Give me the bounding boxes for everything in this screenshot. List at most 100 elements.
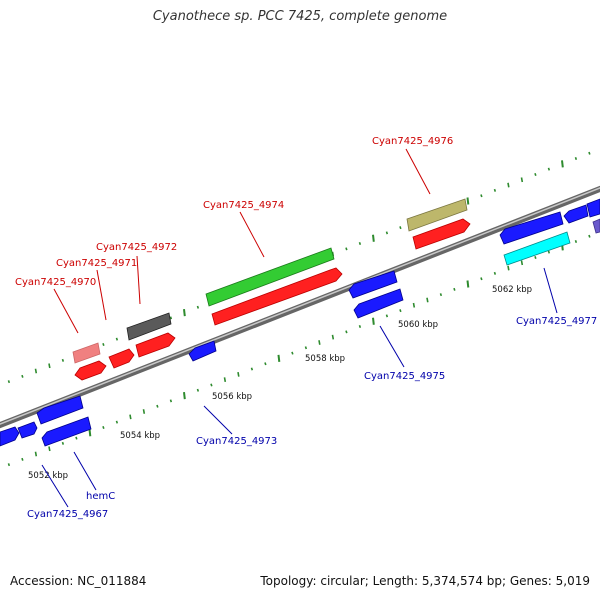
tick-mark bbox=[412, 302, 416, 308]
tick-mark bbox=[210, 383, 213, 387]
tick-mark bbox=[399, 226, 402, 230]
tick-mark bbox=[183, 308, 186, 317]
forward-genes bbox=[72, 198, 471, 381]
tick-mark bbox=[507, 265, 510, 271]
tick-mark bbox=[183, 391, 186, 400]
tick-mark bbox=[237, 371, 240, 377]
scale-label-5058: 5058 kbp bbox=[305, 354, 345, 364]
tick-mark bbox=[372, 317, 375, 325]
reverse-genes bbox=[0, 198, 600, 447]
tick-mark bbox=[588, 234, 591, 238]
bottom-leaders bbox=[41, 267, 558, 508]
tick-mark bbox=[561, 160, 564, 168]
tick-mark bbox=[169, 316, 173, 320]
scale-label-5060: 5060 kbp bbox=[398, 320, 438, 330]
tick-mark bbox=[507, 182, 510, 188]
gene-khaki-4976[interactable] bbox=[406, 198, 468, 232]
tick-mark bbox=[480, 277, 483, 281]
gene-labels-top: Cyan7425_4970 Cyan7425_4971 Cyan7425_497… bbox=[15, 136, 453, 288]
tick-mark bbox=[277, 354, 281, 363]
tick-mark bbox=[358, 325, 362, 329]
scale-label-5052: 5052 kbp bbox=[28, 471, 68, 481]
gene-blue-4973[interactable] bbox=[188, 340, 217, 362]
accession-label: Accession: NC_011884 bbox=[10, 574, 147, 588]
gene-red-4976b[interactable] bbox=[412, 218, 471, 250]
tick-mark bbox=[264, 362, 267, 366]
tick-mark bbox=[385, 314, 389, 318]
gene-blue-right2[interactable] bbox=[563, 204, 589, 224]
tick-mark bbox=[196, 388, 200, 392]
tick-mark bbox=[534, 172, 537, 176]
gene-blue-4975a[interactable] bbox=[348, 270, 398, 299]
gene-red-4971[interactable] bbox=[108, 348, 135, 369]
gene-label-4972: Cyan7425_4972 bbox=[96, 242, 177, 253]
tick-mark bbox=[21, 374, 24, 378]
tick-mark bbox=[34, 368, 38, 374]
tick-mark bbox=[534, 255, 537, 259]
gene-green-4974[interactable] bbox=[205, 247, 335, 307]
gene-gray-4972[interactable] bbox=[126, 312, 172, 341]
tick-mark bbox=[250, 367, 254, 371]
gene-blue-right[interactable] bbox=[499, 211, 564, 245]
tick-mark bbox=[156, 404, 159, 408]
tick-mark bbox=[223, 377, 227, 383]
tick-mark bbox=[48, 446, 51, 452]
gene-red-large[interactable] bbox=[211, 267, 343, 326]
tick-mark bbox=[48, 363, 51, 369]
tick-mark bbox=[520, 177, 524, 183]
tick-mark bbox=[115, 420, 119, 424]
tick-mark bbox=[520, 260, 524, 266]
gene-red-4970b[interactable] bbox=[74, 360, 107, 381]
genome-summary: Topology: circular; Length: 5,374,574 bp… bbox=[260, 574, 590, 588]
tick-mark bbox=[115, 337, 119, 341]
tick-mark bbox=[61, 441, 65, 445]
gene-label-4976: Cyan7425_4976 bbox=[372, 136, 453, 147]
gene-label-4975: Cyan7425_4975 bbox=[364, 371, 445, 382]
gene-blue-a[interactable] bbox=[0, 426, 20, 447]
tick-mark bbox=[318, 340, 321, 345]
tick-mark bbox=[196, 305, 200, 309]
scale-label-5062: 5062 kbp bbox=[492, 285, 532, 295]
gene-purple-edge[interactable] bbox=[592, 218, 600, 234]
tick-mark bbox=[426, 297, 429, 303]
gene-blue-4975b[interactable] bbox=[353, 288, 404, 319]
tick-mark bbox=[75, 436, 78, 440]
gene-blue-4967[interactable] bbox=[41, 416, 92, 447]
backbone bbox=[0, 185, 600, 429]
tick-mark bbox=[547, 250, 551, 254]
tick-mark bbox=[34, 451, 38, 457]
tick-mark bbox=[345, 330, 348, 334]
gene-cyan-4977[interactable] bbox=[503, 231, 571, 266]
tick-mark bbox=[399, 309, 402, 313]
gene-blue-b[interactable] bbox=[17, 421, 38, 439]
tick-mark bbox=[493, 271, 497, 275]
tick-mark bbox=[304, 346, 308, 350]
gene-red-4972b[interactable] bbox=[135, 332, 176, 358]
tick-mark bbox=[493, 188, 497, 192]
tick-mark bbox=[345, 247, 348, 251]
scale-label-5054: 5054 kbp bbox=[120, 431, 160, 441]
gene-blue-hemC[interactable] bbox=[36, 395, 84, 425]
tick-mark bbox=[574, 240, 578, 244]
gene-label-4973: Cyan7425_4973 bbox=[196, 436, 277, 447]
tick-mark bbox=[21, 457, 24, 461]
gene-label-4977: Cyan7425_4977 bbox=[516, 316, 597, 327]
tick-mark bbox=[439, 293, 443, 297]
tick-mark bbox=[385, 231, 389, 235]
gene-blue-right3[interactable] bbox=[586, 198, 600, 218]
scale-label-5056: 5056 kbp bbox=[212, 392, 252, 402]
tick-mark bbox=[88, 429, 92, 437]
tick-mark bbox=[7, 463, 11, 467]
map-title: Cyanothece sp. PCC 7425, complete genome bbox=[152, 9, 448, 24]
tick-mark bbox=[588, 151, 591, 155]
tick-mark bbox=[102, 342, 105, 346]
tick-mark bbox=[547, 167, 551, 171]
gene-label-4970: Cyan7425_4970 bbox=[15, 277, 96, 288]
gene-label-4971: Cyan7425_4971 bbox=[56, 258, 137, 269]
tick-mark bbox=[466, 197, 470, 205]
gene-label-hemC: hemC bbox=[86, 491, 115, 502]
tick-mark bbox=[291, 351, 294, 355]
gene-pink[interactable] bbox=[72, 342, 101, 364]
tick-mark bbox=[61, 358, 65, 362]
